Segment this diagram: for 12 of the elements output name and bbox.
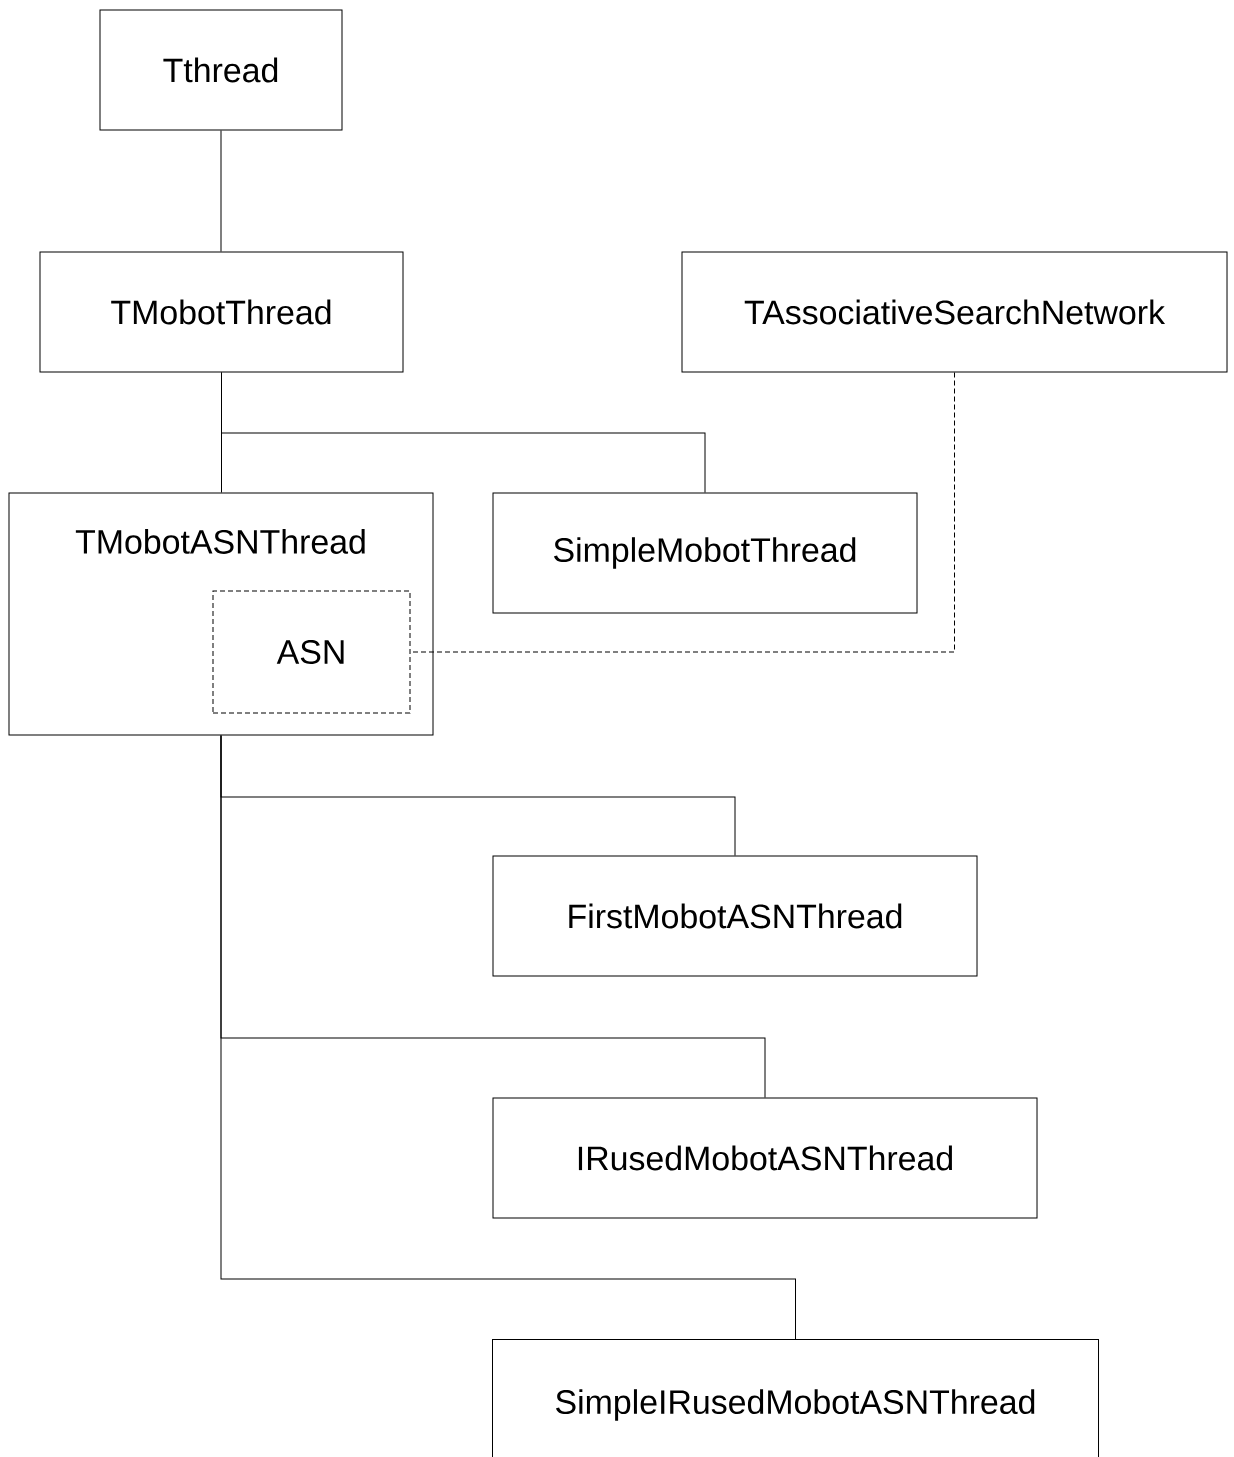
class-box: Tthread xyxy=(99,9,343,131)
class-box: TAssociativeSearchNetwork xyxy=(681,251,1228,373)
class-box: SimpleIRusedMobotASNThread xyxy=(492,1339,1099,1457)
connector-line xyxy=(220,130,222,252)
class-box: FirstMobotASNThread xyxy=(492,855,978,977)
connector-line xyxy=(221,372,706,493)
class-box: IRusedMobotASNThread xyxy=(492,1097,1038,1219)
connector-line xyxy=(220,735,796,1340)
component-box: ASN xyxy=(212,590,411,714)
class-box: TMobotThread xyxy=(39,251,404,373)
connector-line xyxy=(410,372,955,653)
class-box: SimpleMobotThread xyxy=(492,492,918,614)
